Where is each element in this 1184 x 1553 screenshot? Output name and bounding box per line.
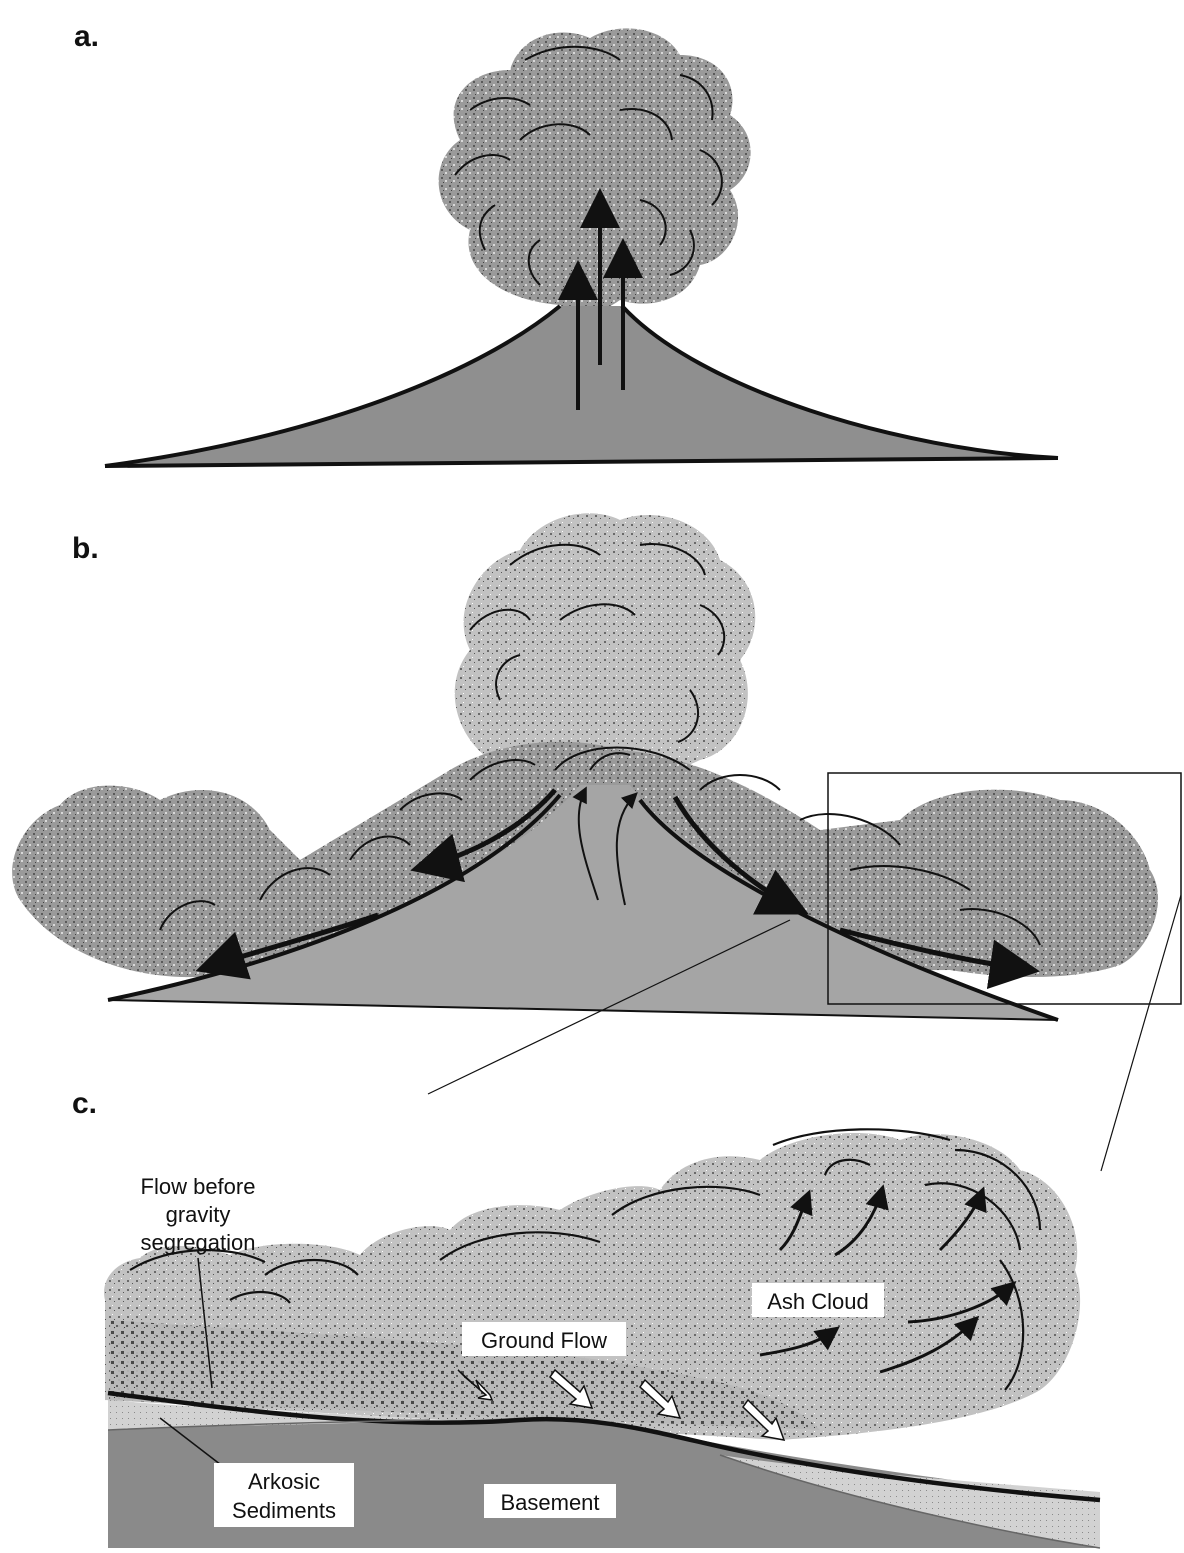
label-basement: Basement <box>484 1484 616 1518</box>
label-ash-cloud: Ash Cloud <box>752 1283 884 1317</box>
label-flow-before-line2: gravity <box>166 1202 231 1227</box>
panel-c-label: c. <box>72 1087 97 1120</box>
label-arkosic: Arkosic Sediments <box>214 1463 354 1527</box>
label-arkosic-line2: Sediments <box>232 1498 336 1523</box>
panel-c: c. <box>72 1087 1100 1548</box>
panel-b: b. <box>12 513 1181 1171</box>
label-flow-before-line3: segregation <box>141 1230 256 1255</box>
label-flow-before: Flow before gravity segregation <box>141 1174 256 1255</box>
panel-a-label: a. <box>74 20 99 53</box>
label-ground-flow-text: Ground Flow <box>481 1328 607 1353</box>
label-ash-cloud-text: Ash Cloud <box>767 1289 869 1314</box>
eruption-column-a <box>439 28 751 312</box>
label-arkosic-line1: Arkosic <box>248 1469 320 1494</box>
panel-b-label: b. <box>72 532 99 565</box>
label-ground-flow: Ground Flow <box>462 1322 626 1356</box>
label-flow-before-line1: Flow before <box>141 1174 256 1199</box>
upper-cloud-b <box>455 513 756 779</box>
label-basement-text: Basement <box>500 1490 599 1515</box>
panel-a: a. <box>74 20 1058 466</box>
